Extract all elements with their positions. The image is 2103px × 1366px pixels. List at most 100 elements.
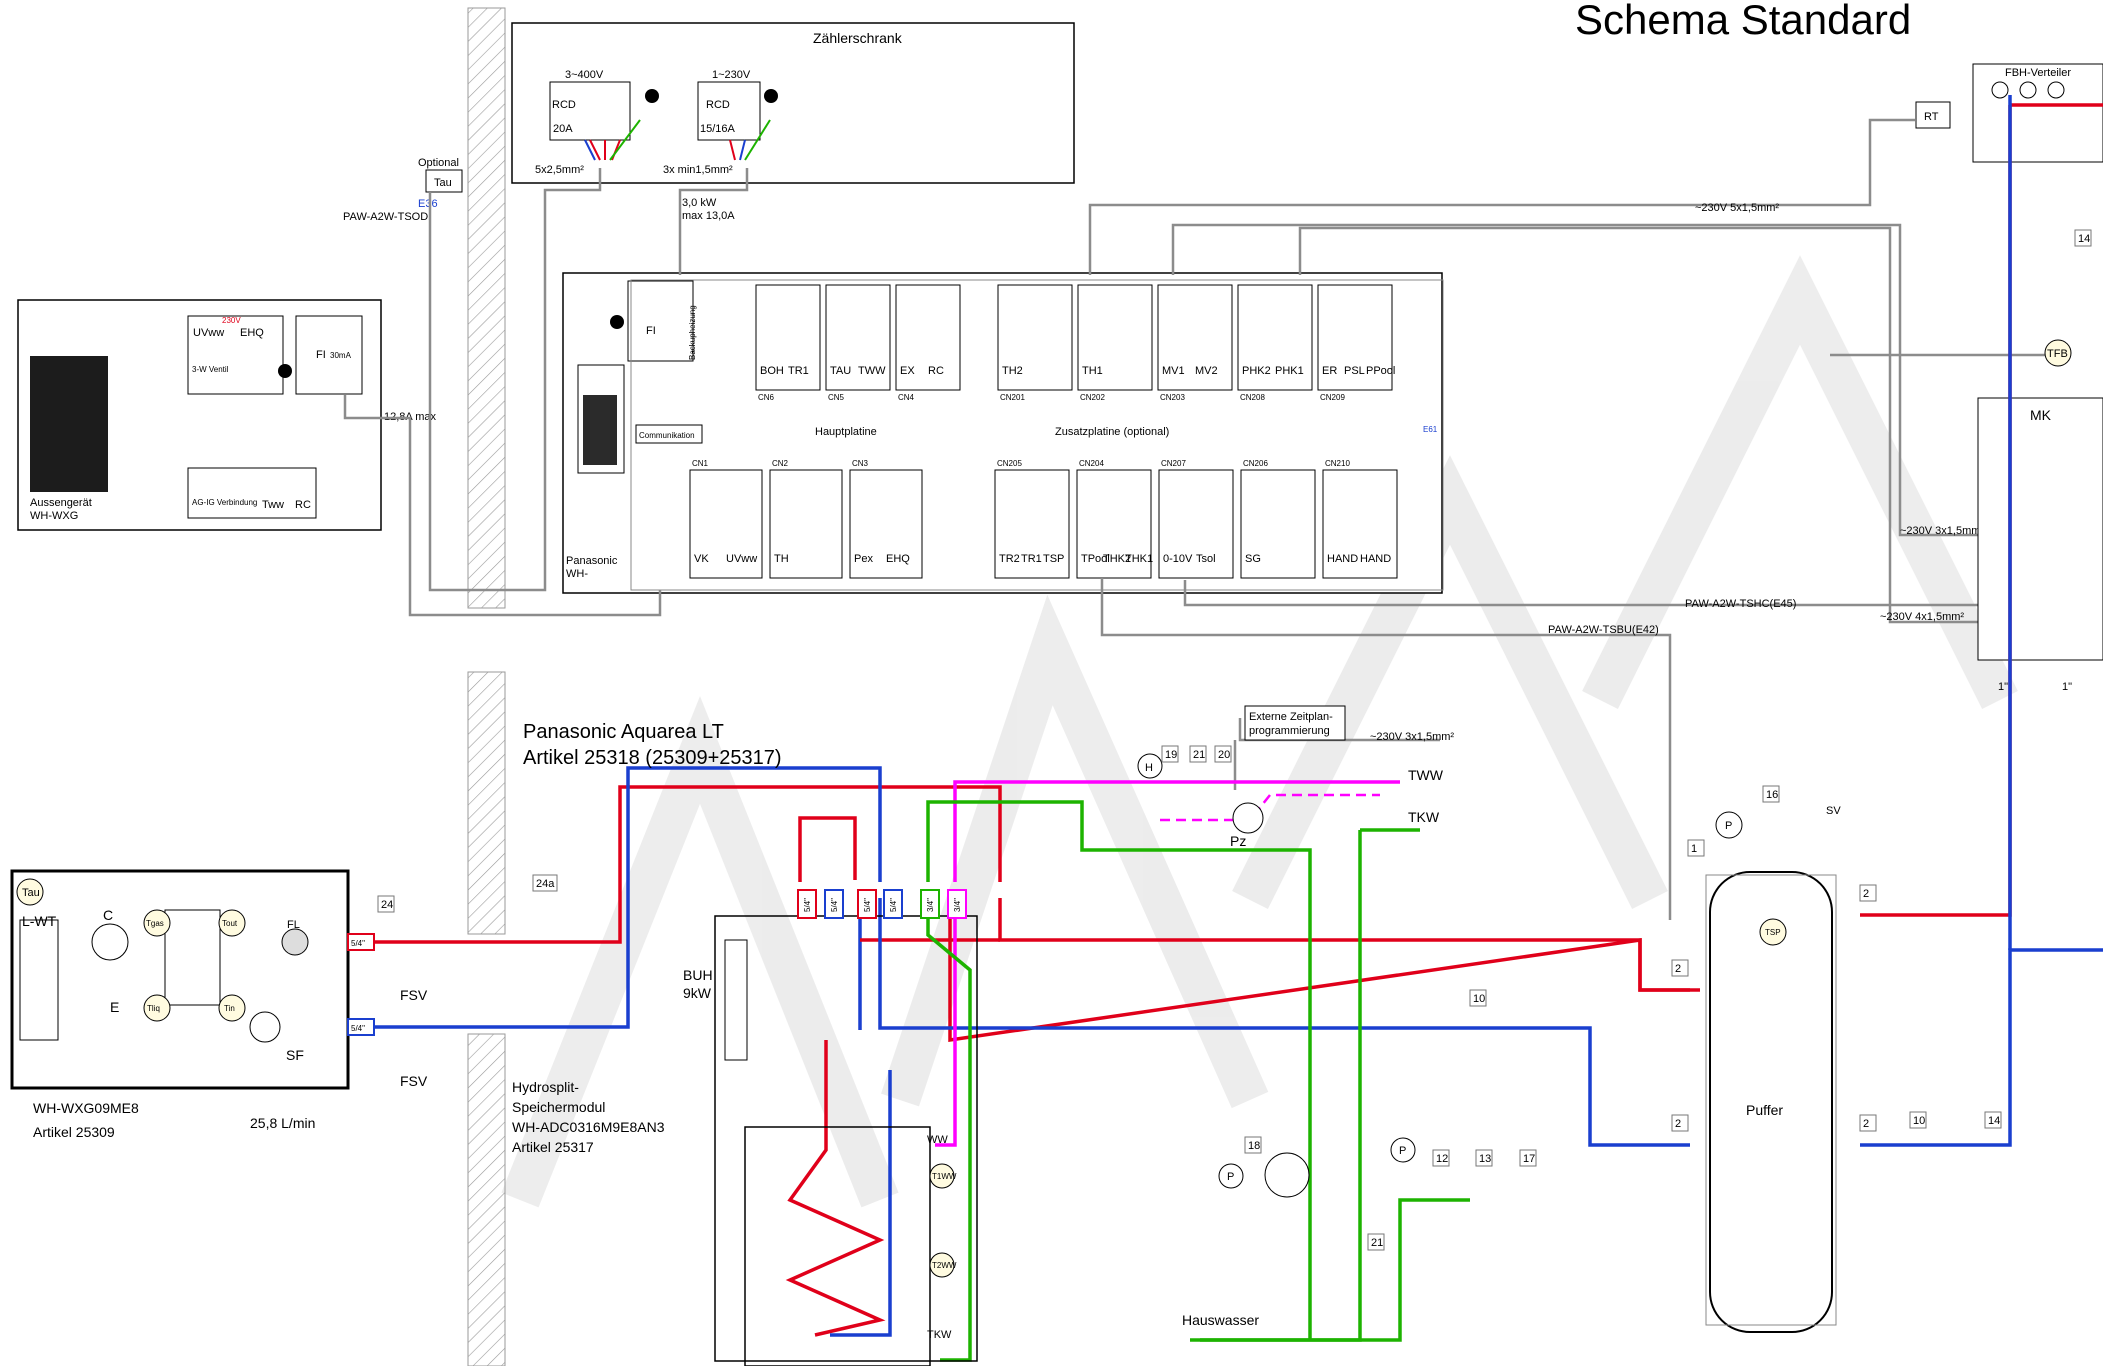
connector-id: CN5	[828, 393, 845, 402]
hydro-port	[947, 889, 967, 919]
power-kw: 3,0 kW	[682, 197, 717, 209]
tkw-output: TKW	[1408, 809, 1440, 825]
pressure-gauge-1	[1715, 811, 1743, 839]
connector-label: PHK1	[1275, 365, 1304, 377]
outdoor-ehq: EHQ	[240, 327, 264, 339]
outdoor-uvww: UVww	[193, 327, 224, 339]
component-tag	[1859, 1114, 1877, 1132]
tfb-sensor	[2044, 339, 2072, 367]
component-number: 2	[1675, 1118, 1681, 1130]
connector-label: TR1	[788, 365, 809, 377]
connector-block	[1237, 284, 1313, 391]
connector-label: SG	[1245, 553, 1261, 565]
tin-label: Tin	[224, 1004, 235, 1013]
component-number: 17	[1523, 1153, 1535, 1165]
component-tag	[1189, 745, 1207, 763]
tsp-label: TSP	[1765, 928, 1781, 937]
one-inch-1: 1"	[1998, 681, 2008, 693]
hydro-port	[857, 889, 877, 919]
e61-code: E61	[1423, 425, 1438, 434]
tout-sensor	[218, 909, 246, 937]
connector-block	[755, 284, 821, 391]
earth-icon-4	[610, 315, 624, 329]
outdoor-fi: FI	[316, 349, 326, 361]
connector-id: CN208	[1240, 393, 1265, 402]
hauswasser-label: Hauswasser	[1182, 1312, 1259, 1328]
outdoor-230v: 230V	[222, 316, 241, 325]
connector-id: CN210	[1325, 459, 1350, 468]
buffer-label: Puffer	[1746, 1102, 1783, 1118]
tau-sensor-label: Tau	[22, 887, 40, 899]
connector-id: CN1	[692, 459, 709, 468]
h-icon-1	[1991, 81, 2009, 99]
component-number: 14	[1988, 1115, 2000, 1127]
meter-cabinet: Zählerschrank 3~400V 1~230V RCD 20A RCD …	[511, 22, 1075, 184]
tout-label: Tout	[222, 919, 238, 928]
component-number: 18	[1248, 1140, 1260, 1152]
fbh-label: FBH-Verteiler	[2005, 67, 2071, 79]
buh-heater	[724, 939, 748, 1061]
component-number: 19	[1165, 749, 1177, 761]
component-tag	[1475, 1149, 1493, 1167]
connector-block	[849, 469, 923, 579]
hydro-port	[920, 889, 940, 919]
connector-block	[769, 469, 843, 579]
hydro-port-label: 3/4"	[926, 898, 935, 912]
connector-id: CN201	[1000, 393, 1025, 402]
tsp-sensor	[1759, 918, 1787, 946]
fbh-distributor: FBH-Verteiler MK TFB 1" 1"	[1972, 63, 2103, 693]
wire-label-4: ~230V 3x1,5mm²	[1370, 731, 1454, 743]
component-number: 24	[381, 899, 393, 911]
main-board-label-1: Panasonic	[566, 555, 618, 567]
sv-label: SV	[1826, 805, 1841, 817]
module-label-4: Artikel 25317	[512, 1139, 594, 1155]
module-label-2: Speichermodul	[512, 1099, 605, 1115]
component-number: 2	[1863, 888, 1869, 900]
t1ww-sensor	[929, 1163, 955, 1189]
component-tag	[1519, 1149, 1537, 1167]
connector-label: TH	[774, 553, 789, 565]
connector-block	[1317, 284, 1393, 391]
tliq-label: Tliq	[147, 1004, 160, 1013]
connector-block	[825, 284, 891, 391]
tau-label: Tau	[434, 177, 452, 189]
component-number: 20	[1218, 749, 1230, 761]
cable-2: 3x min1,5mm²	[663, 164, 733, 176]
outdoor-hydraulic: L-WT C E FL SF Tau Tgas Tliq Tout Tin 5/…	[10, 869, 428, 1090]
pressure-gauge-2	[1390, 1137, 1416, 1163]
buh-kw: 9kW	[683, 985, 712, 1001]
connector-id: CN203	[1160, 393, 1185, 402]
rcd-1phase	[697, 81, 761, 141]
tau-sensor	[16, 878, 44, 906]
connector-block	[1157, 284, 1233, 391]
connector-label: HAND	[1360, 553, 1391, 565]
tliq-sensor	[143, 994, 171, 1022]
cable-1: 5x2,5mm²	[535, 164, 584, 176]
module-label-3: WH-ADC0316M9E8AN3	[512, 1119, 665, 1135]
component-tag	[1214, 745, 1232, 763]
compressor-label: C	[103, 907, 113, 923]
component-number: 10	[1473, 993, 1485, 1005]
connector-id: CN205	[997, 459, 1022, 468]
outdoor-agig: AG-IG Verbindung	[192, 498, 257, 507]
timer-label-2: programmierung	[1249, 725, 1330, 737]
wire-label-2: ~230V 3x1,5mm²	[1900, 525, 1984, 537]
tfb-label: TFB	[2047, 348, 2068, 360]
connector-label: TAU	[830, 365, 851, 377]
outdoor-ventil: 3-W Ventil	[192, 365, 229, 374]
hydro-port-label: 5/4"	[803, 898, 812, 912]
timer-box	[1244, 705, 1346, 741]
component-number: 12	[1436, 1153, 1448, 1165]
component-number: 10	[1913, 1115, 1925, 1127]
connector-label: MV2	[1195, 365, 1218, 377]
h-icon-2	[2019, 81, 2037, 99]
meter-cabinet-title: Zählerschrank	[813, 30, 903, 46]
fl-label: FL	[287, 919, 300, 931]
earth-icon	[645, 89, 659, 103]
connector-label: EHQ	[886, 553, 910, 565]
zusatzplatine-label: Zusatzplatine (optional)	[1055, 426, 1169, 438]
tin-sensor	[218, 994, 246, 1022]
component-tag	[1687, 839, 1705, 857]
outdoor-flow: 25,8 L/min	[250, 1115, 315, 1131]
connector-id: CN3	[852, 459, 869, 468]
